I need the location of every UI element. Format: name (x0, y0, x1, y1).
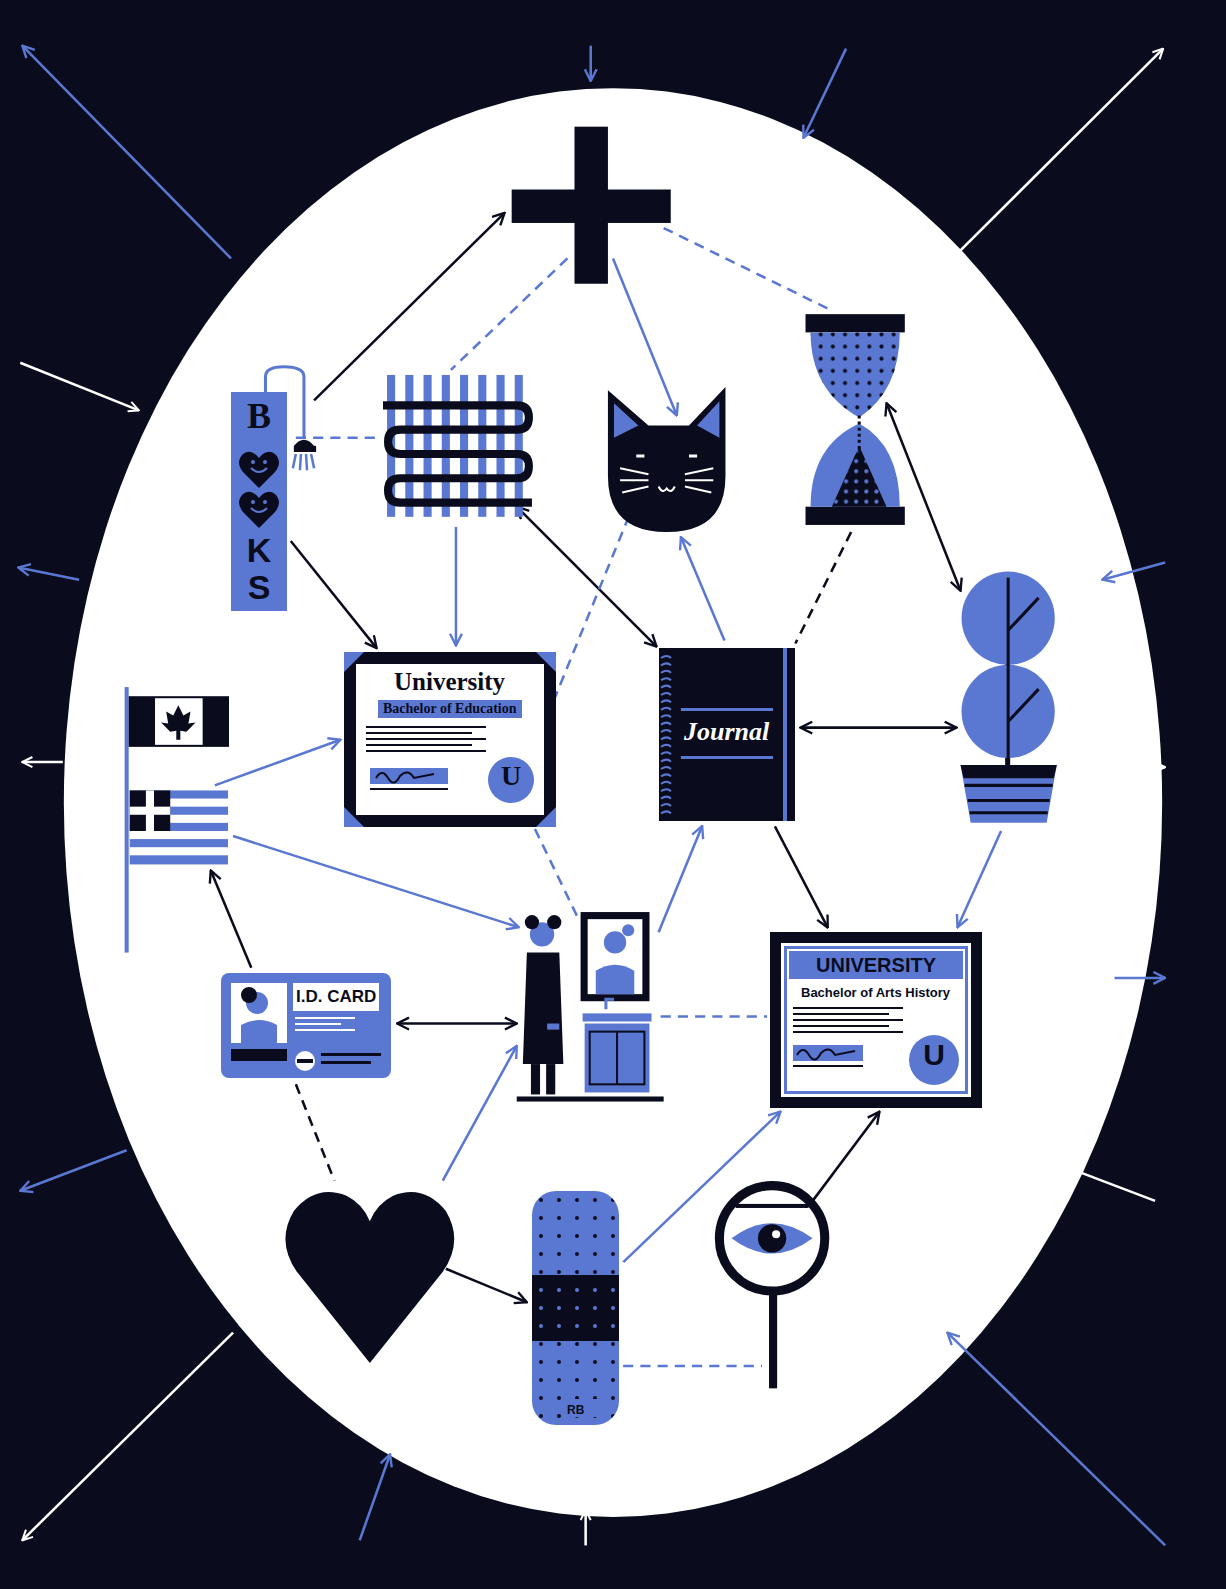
bandage-icon: RB (532, 1191, 619, 1425)
node-decoration (344, 652, 556, 827)
diploma-frame: UniversityBachelor of EducationU (344, 652, 556, 827)
bandage-mark: RB (565, 1403, 586, 1417)
diploma-heading: University (394, 668, 505, 696)
id-card-title: I.D. CARD (296, 986, 376, 1008)
magnifier-icon (719, 1186, 824, 1389)
diploma-seal: U (488, 757, 534, 803)
connector-arrow (775, 826, 828, 927)
diploma-seal: U (909, 1035, 959, 1085)
connector-arrow (623, 1111, 780, 1262)
egg-ground (64, 88, 1162, 1517)
diploma-paper: UNIVERSITY Bachelor of Arts HistoryU (781, 943, 971, 1097)
diploma-degree: Bachelor of Arts History (801, 985, 950, 1000)
bookmark-icon: B KS (231, 392, 287, 611)
diploma-paper: UniversityBachelor of EducationU (356, 664, 544, 815)
diploma-degree: Bachelor of Education (378, 700, 522, 718)
connector-arrow (291, 541, 377, 648)
heart-icon (285, 1192, 454, 1363)
tree-icon (961, 572, 1057, 823)
diploma-frame: UNIVERSITY Bachelor of Arts HistoryU (770, 932, 982, 1108)
id-label-box: I.D. CARD (293, 983, 379, 1011)
journal-book: Journal (659, 648, 795, 821)
diploma-heading: UNIVERSITY (816, 953, 936, 977)
cat-icon (608, 387, 726, 532)
bookmark-letters: KS (242, 532, 276, 607)
outer-arrows (18, 46, 1165, 1546)
bookmark-letter: B (247, 398, 271, 434)
woman-mirror-icon (517, 912, 664, 1102)
flags-icon (125, 687, 228, 953)
hourglass-icon (806, 314, 905, 525)
journal-title: Journal (684, 716, 769, 748)
id-card: I.D. CARD (221, 973, 391, 1078)
cross-icon (512, 127, 671, 284)
weave-icon (383, 375, 532, 517)
node-decoration (532, 1191, 619, 1425)
